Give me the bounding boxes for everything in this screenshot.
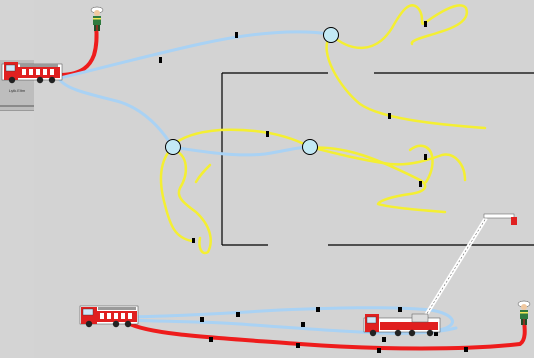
blue-hose-to-left-connector (58, 78, 174, 148)
hose-coupling-icon[interactable] (434, 331, 438, 336)
hose-coupling-icon[interactable] (200, 317, 204, 322)
hose-connector-icon[interactable] (302, 139, 318, 155)
hose-coupling-icon[interactable] (464, 347, 468, 352)
ladder-truck-icon[interactable] (363, 213, 517, 337)
hose-coupling-icon[interactable] (388, 113, 391, 119)
blue-hoses (58, 30, 458, 335)
red-hose-top (60, 23, 99, 77)
yellow-hoses (159, 3, 487, 255)
hose-coupling-icon[interactable] (419, 181, 422, 187)
hose-coupling-icon[interactable] (382, 337, 386, 342)
blue-hose-to-top-connector (58, 30, 332, 80)
hose-coupling-icon[interactable] (398, 307, 402, 312)
yellow-hose-right-hook (408, 144, 434, 184)
fire-truck-icon[interactable] (79, 305, 139, 328)
yellow-hose-top-right (325, 34, 487, 130)
blue-hose-connector-link (170, 145, 312, 157)
hose-coupling-icon[interactable] (235, 32, 238, 38)
hose-coupling-icon[interactable] (236, 312, 240, 317)
yellow-hose-left-loop (159, 146, 194, 243)
yellow-hose-left-squiggle (170, 147, 212, 255)
hose-coupling-icon[interactable] (424, 154, 427, 160)
hose-connectors (165, 27, 339, 155)
hose-coupling-icon[interactable] (301, 322, 305, 327)
yellow-hose-top-loop (328, 3, 469, 50)
sidebar-divider (0, 105, 34, 107)
hose-coupling-icon[interactable] (424, 21, 427, 27)
hose-coupling-icon[interactable] (159, 57, 162, 63)
yellow-hose-right-lower (308, 146, 447, 214)
hose-connector-icon[interactable] (165, 139, 181, 155)
hose-coupling-icon[interactable] (209, 337, 213, 342)
sidebar-divider (0, 110, 34, 111)
firefighter-icon[interactable] (517, 300, 531, 325)
yellow-hose-right-upper (308, 145, 467, 182)
red-hose-bottom (126, 318, 527, 351)
building-walls (221, 72, 534, 246)
hose-coupling-icon[interactable] (377, 348, 381, 353)
firefighter-icon[interactable] (90, 6, 104, 31)
hose-connector-icon[interactable] (323, 27, 339, 43)
canvas[interactable] (34, 0, 534, 358)
red-hoses (60, 23, 527, 351)
hose-couplings (159, 21, 468, 353)
sidebar-item-label: Lştk.Eltm (8, 88, 26, 93)
hose-coupling-icon[interactable] (192, 238, 195, 243)
hose-coupling-icon[interactable] (266, 131, 269, 137)
hose-coupling-icon[interactable] (296, 343, 300, 348)
yellow-hose-to-connector (170, 128, 312, 149)
hose-coupling-icon[interactable] (316, 307, 320, 312)
yellow-hose-left-spur (194, 163, 212, 184)
fire-truck-icon[interactable] (1, 62, 63, 84)
